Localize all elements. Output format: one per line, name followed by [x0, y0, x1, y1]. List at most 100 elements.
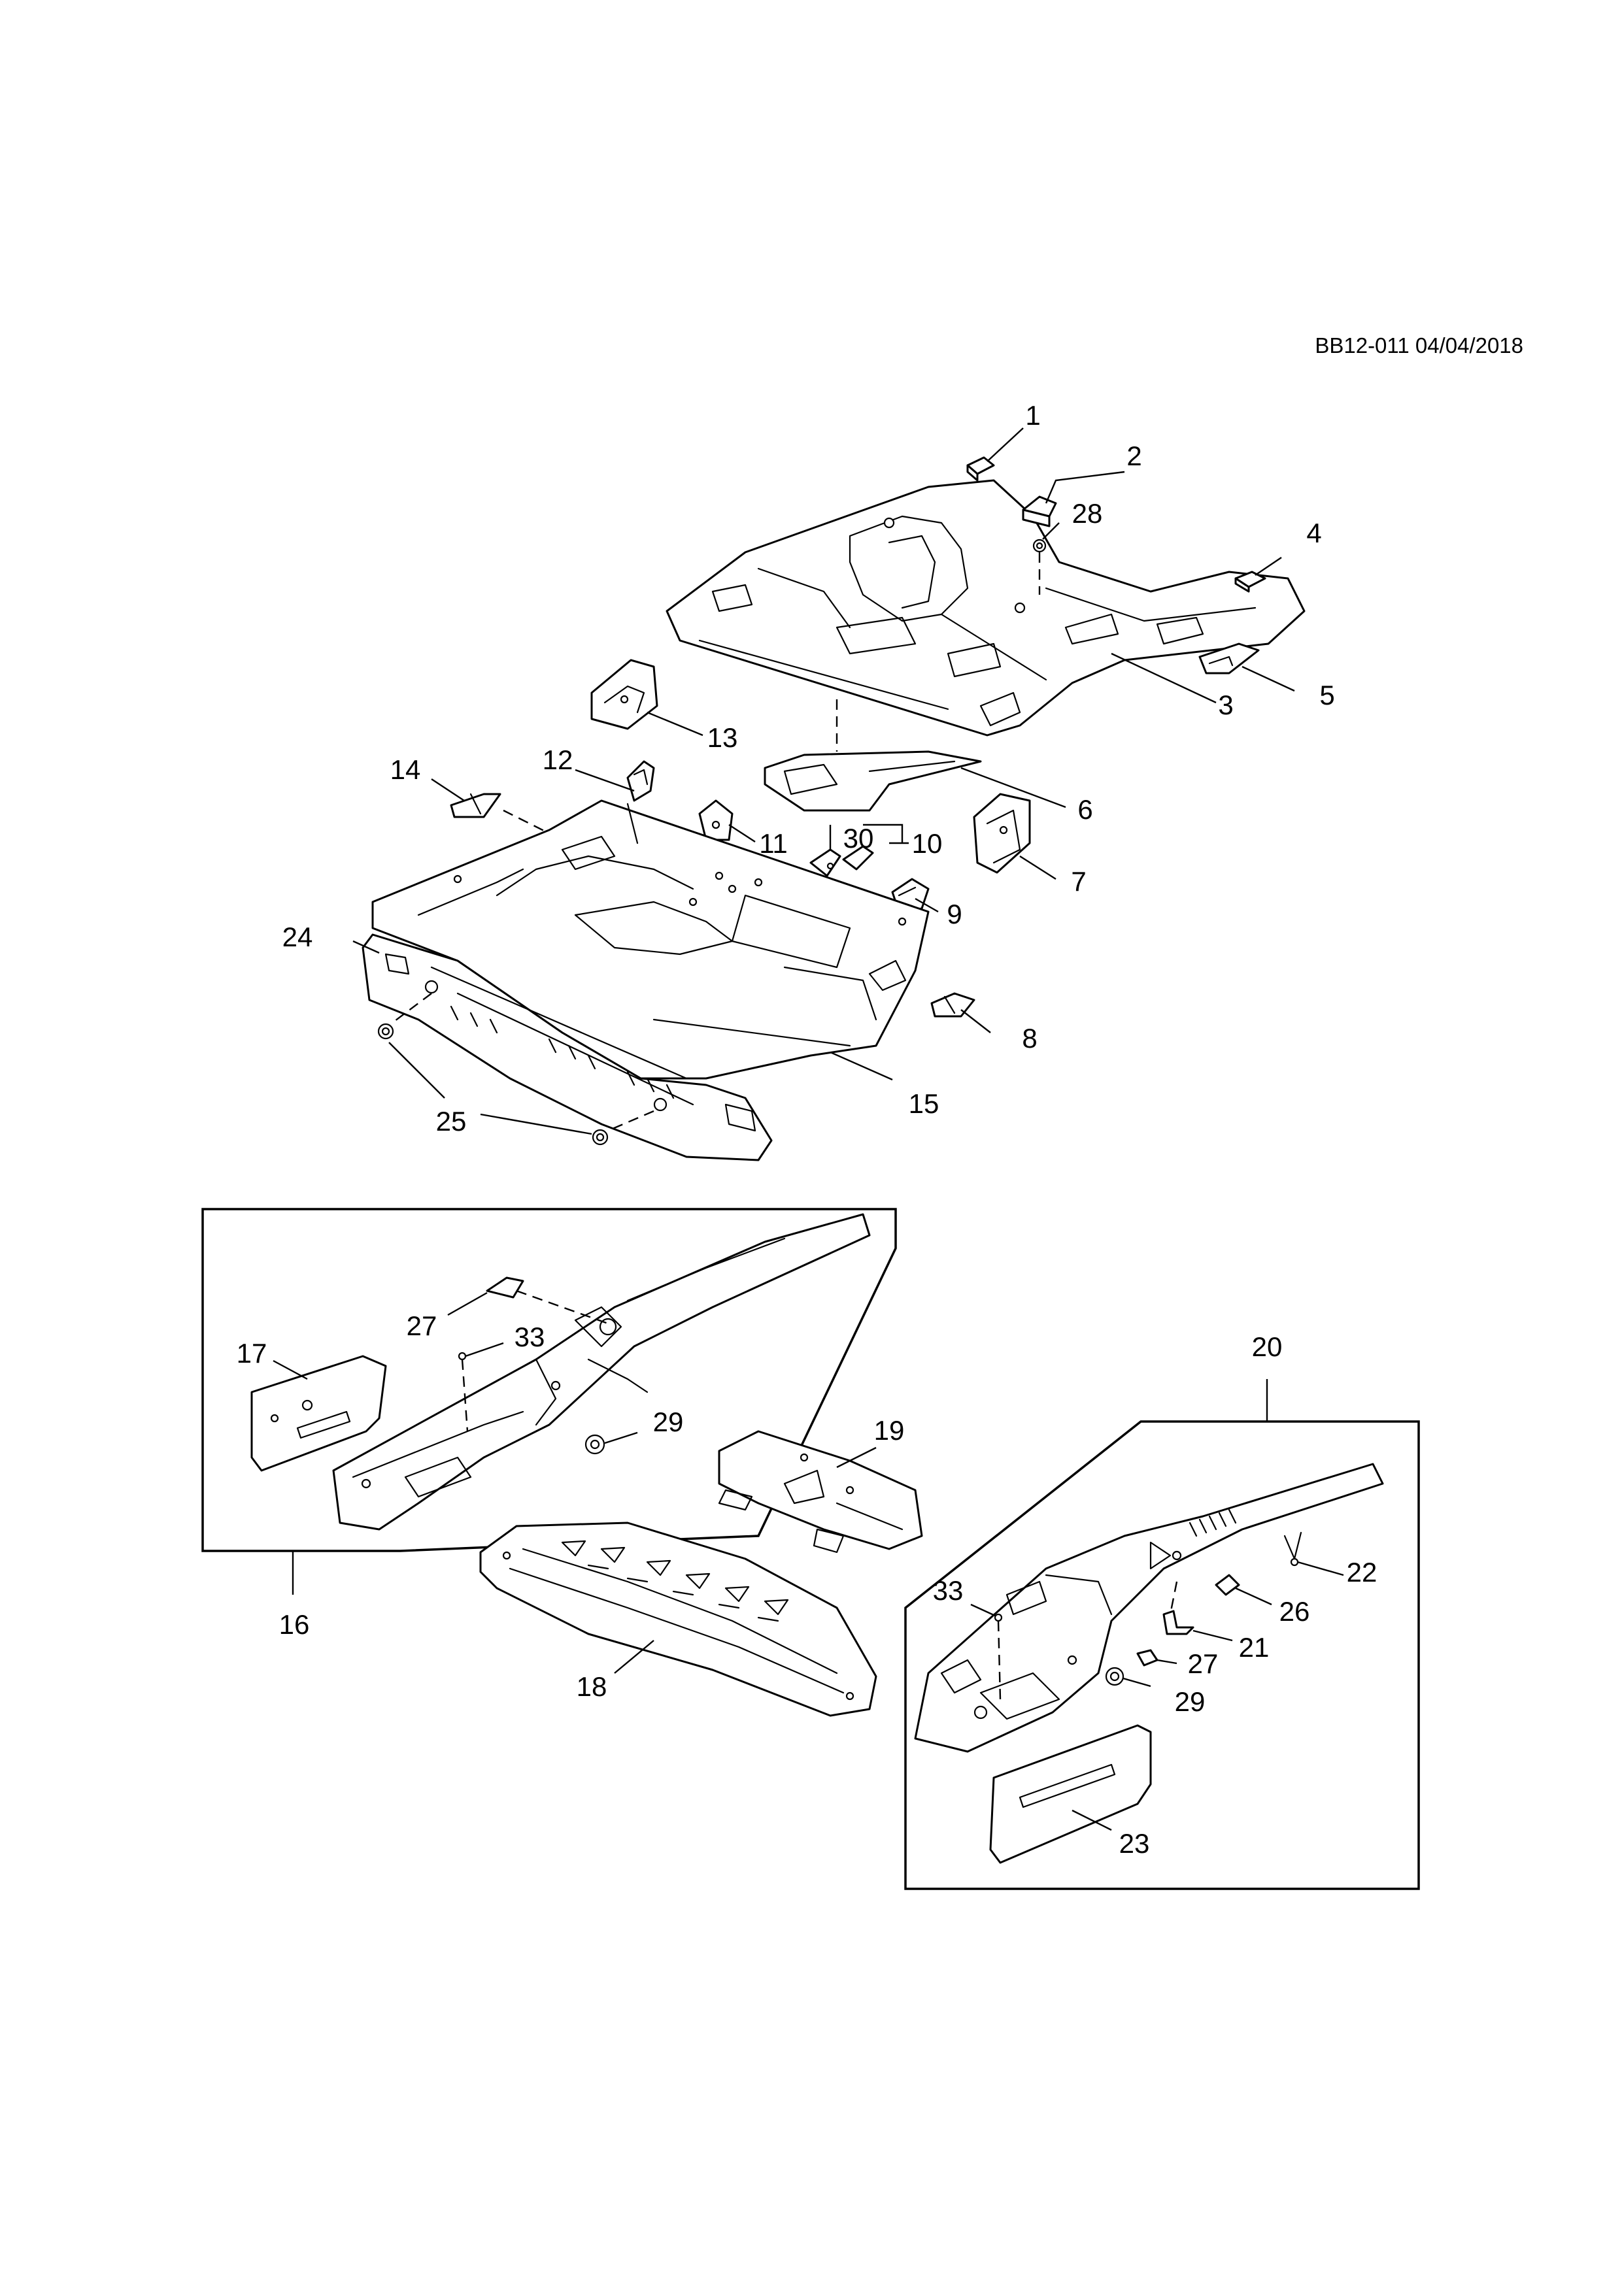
callout-24: 24 — [282, 922, 313, 952]
dashed-alignment-line-33-right — [997, 1620, 1002, 1700]
leader-5 — [1242, 665, 1295, 692]
leader-6 — [960, 767, 1066, 808]
callout-1: 1 — [1025, 400, 1040, 431]
leader-19 — [836, 1446, 877, 1469]
detail-frame-16 — [201, 1208, 897, 1552]
leader-12 — [575, 769, 635, 792]
leader-27-right — [1157, 1659, 1177, 1665]
dashed-alignment-line-27-left — [516, 1289, 609, 1325]
part-27-bracket-left — [486, 1276, 524, 1299]
leader-9 — [915, 897, 939, 913]
part-26-clip — [1215, 1574, 1240, 1596]
callout-4: 4 — [1306, 518, 1321, 548]
callout-12: 12 — [543, 744, 573, 775]
dashed-alignment-line-25b — [607, 1110, 654, 1132]
part-33-bolt-left — [458, 1352, 467, 1361]
leader-2 — [1045, 471, 1125, 504]
callout-7: 7 — [1071, 866, 1086, 897]
callout-13: 13 — [707, 722, 738, 753]
leader-4 — [1255, 557, 1282, 576]
leader-24 — [352, 940, 380, 954]
part-33-bolt-right — [994, 1613, 1003, 1622]
leader-21 — [1192, 1629, 1233, 1642]
part-25-grommet-left — [377, 1023, 394, 1040]
callout-9: 9 — [947, 899, 962, 929]
leader-13 — [647, 711, 703, 737]
callout-33-left: 33 — [515, 1322, 545, 1352]
callout-27-right: 27 — [1188, 1648, 1219, 1679]
part-3-rear-floor-panel — [666, 479, 1306, 737]
leader-15 — [830, 1051, 893, 1081]
part-12-bracket — [626, 760, 655, 802]
part-23-reinforcement — [989, 1724, 1152, 1864]
part-5-bracket — [1198, 642, 1260, 674]
dashed-alignment-line-14 — [503, 809, 556, 838]
part-16-rear-rail-left — [332, 1213, 871, 1531]
leader-30-10 — [829, 824, 909, 850]
callout-5: 5 — [1319, 680, 1334, 710]
leader-18 — [614, 1640, 654, 1674]
callout-8: 8 — [1022, 1023, 1037, 1054]
callout-18: 18 — [577, 1671, 607, 1702]
callout-33-right: 33 — [933, 1575, 964, 1606]
leader-27-left — [447, 1291, 488, 1316]
part-6-panel — [764, 750, 982, 812]
callout-22: 22 — [1347, 1557, 1377, 1588]
leader-14 — [431, 778, 465, 802]
part-14-bracket — [450, 793, 501, 818]
leader-22 — [1297, 1561, 1344, 1576]
callout-2: 2 — [1126, 441, 1141, 471]
callout-3: 3 — [1218, 690, 1233, 720]
callout-29-left: 29 — [653, 1406, 684, 1437]
part-21-bracket — [1162, 1610, 1194, 1635]
leader-33-right — [970, 1603, 996, 1617]
callout-26: 26 — [1279, 1596, 1310, 1627]
leader-11 — [728, 824, 756, 843]
leader-29-left — [604, 1431, 638, 1444]
dashed-alignment-line-33-left — [461, 1359, 469, 1432]
callout-29-right: 29 — [1175, 1686, 1206, 1717]
part-13-bracket — [590, 659, 658, 730]
leader-25a — [388, 1042, 445, 1099]
leader-26 — [1235, 1587, 1272, 1606]
leader-1 — [987, 427, 1024, 462]
part-19-reinforcement — [718, 1430, 923, 1554]
leader-17 — [273, 1359, 308, 1380]
callout-21: 21 — [1239, 1632, 1270, 1663]
callout-6: 6 — [1077, 794, 1092, 825]
part-17-reinforcement — [250, 1355, 387, 1472]
part-10-clip-set — [809, 845, 874, 877]
callout-23: 23 — [1119, 1828, 1150, 1859]
callout-11: 11 — [759, 828, 788, 859]
callout-15: 15 — [909, 1088, 939, 1119]
leader-8 — [960, 1009, 991, 1033]
part-1-bracket — [966, 456, 995, 482]
part-25-grommet-right — [592, 1129, 609, 1146]
document-reference: BB12-011 04/04/2018 — [1315, 333, 1523, 358]
part-7-bracket — [973, 793, 1031, 874]
leader-7 — [1019, 855, 1056, 880]
part-28-nut — [1032, 539, 1047, 553]
leader-33-left — [465, 1342, 504, 1357]
part-4-bracket — [1234, 571, 1266, 593]
callout-10: 10 — [912, 828, 943, 859]
part-2-bracket — [1022, 495, 1057, 527]
callout-19: 19 — [874, 1415, 905, 1446]
callout-30: 30 — [843, 823, 874, 854]
leader-25b — [480, 1113, 592, 1135]
part-8-bracket — [930, 992, 975, 1018]
part-18-sill-rail — [479, 1522, 877, 1717]
part-29-nut-left — [584, 1434, 605, 1455]
callout-28: 28 — [1072, 498, 1103, 529]
dashed-alignment-line-21 — [1169, 1581, 1178, 1615]
callout-16: 16 — [279, 1609, 310, 1640]
leader-28 — [1042, 522, 1060, 540]
callout-27-left: 27 — [407, 1310, 437, 1341]
part-24-rear-end-panel — [362, 933, 773, 1161]
leader-3 — [1111, 652, 1217, 704]
callout-20: 20 — [1252, 1331, 1283, 1362]
part-20-rear-rail-right — [914, 1463, 1384, 1753]
part-22-bolt — [1283, 1531, 1302, 1567]
